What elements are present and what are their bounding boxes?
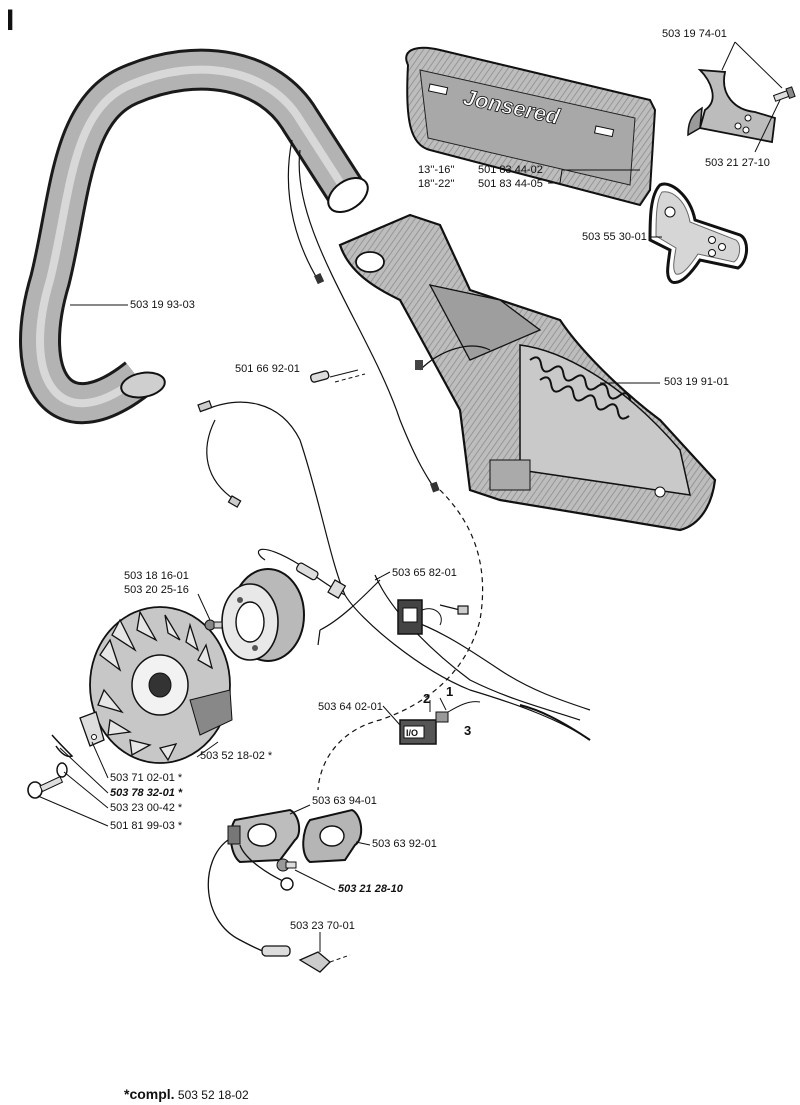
label-flywheel: 503 52 18-02 * xyxy=(200,750,273,762)
label-bar-part-1: 501 83 44-02 xyxy=(478,164,543,176)
label-coil: 503 63 94-01 xyxy=(312,795,377,807)
bar-cover: Jonsered xyxy=(405,46,657,207)
gasket-plate xyxy=(648,182,748,285)
label-screw: 501 81 99-03 * xyxy=(110,820,183,832)
handle-housing xyxy=(338,213,717,532)
handle-bar xyxy=(19,48,440,493)
label-coil-gasket: 503 63 92-01 xyxy=(372,838,437,850)
footnote: *compl. 503 52 18-02 xyxy=(124,1086,249,1102)
label-bar-size-2: 18''-22'' xyxy=(418,178,455,190)
label-magnet-b: 503 20 25-16 xyxy=(124,584,189,596)
label-washer: 503 23 00-42 * xyxy=(110,802,183,814)
label-handle-housing: 503 19 91-01 xyxy=(664,376,729,388)
label-front-handle-a: 503 19 74-01 xyxy=(662,28,727,40)
label-terminal-3: 3 xyxy=(464,723,472,738)
label-handle-bar: 503 19 93-03 xyxy=(130,299,195,311)
footnote-prefix: *compl. xyxy=(124,1086,175,1102)
label-switch: 503 64 02-01 xyxy=(318,701,383,713)
label-terminal-1: 1 xyxy=(446,684,454,699)
label-cable: 503 65 82-01 xyxy=(392,567,457,579)
label-connector: 503 23 70-01 xyxy=(290,920,355,932)
label-gasket-plate: 503 55 30-01 xyxy=(582,231,647,243)
magnet-ring xyxy=(221,568,305,662)
leader-lines xyxy=(37,169,662,952)
front-handle-plate xyxy=(687,41,796,153)
label-spring: 503 78 32-01 * xyxy=(110,787,183,799)
section-letter: I xyxy=(6,4,15,37)
label-bar-size-1: 13''-16'' xyxy=(418,164,455,176)
flywheel xyxy=(89,606,233,764)
wiring-harness xyxy=(197,400,591,791)
label-coil-screw: 503 21 28-10 xyxy=(338,883,403,895)
pin xyxy=(310,370,366,383)
label-terminal-2: 2 xyxy=(423,691,431,706)
coil-screw xyxy=(276,858,297,872)
switch-marking: I/O xyxy=(406,728,418,738)
magnet-screw xyxy=(204,619,223,631)
label-magnet-a: 503 18 16-01 xyxy=(124,570,189,582)
flywheel-key-parts xyxy=(27,711,105,799)
stop-switch-upper xyxy=(397,599,442,635)
spark-connector xyxy=(261,945,351,973)
label-bar-part-2: 501 83 44-05 xyxy=(478,178,543,190)
footnote-part: 503 52 18-02 xyxy=(177,1088,249,1102)
coil-gasket xyxy=(302,808,363,864)
label-pin: 501 66 92-01 xyxy=(235,363,300,375)
ignition-coil xyxy=(207,808,301,953)
label-key: 503 71 02-01 * xyxy=(110,772,183,784)
label-front-handle-b: 503 21 27-10 xyxy=(705,157,770,169)
stop-switch: I/O xyxy=(399,697,481,745)
